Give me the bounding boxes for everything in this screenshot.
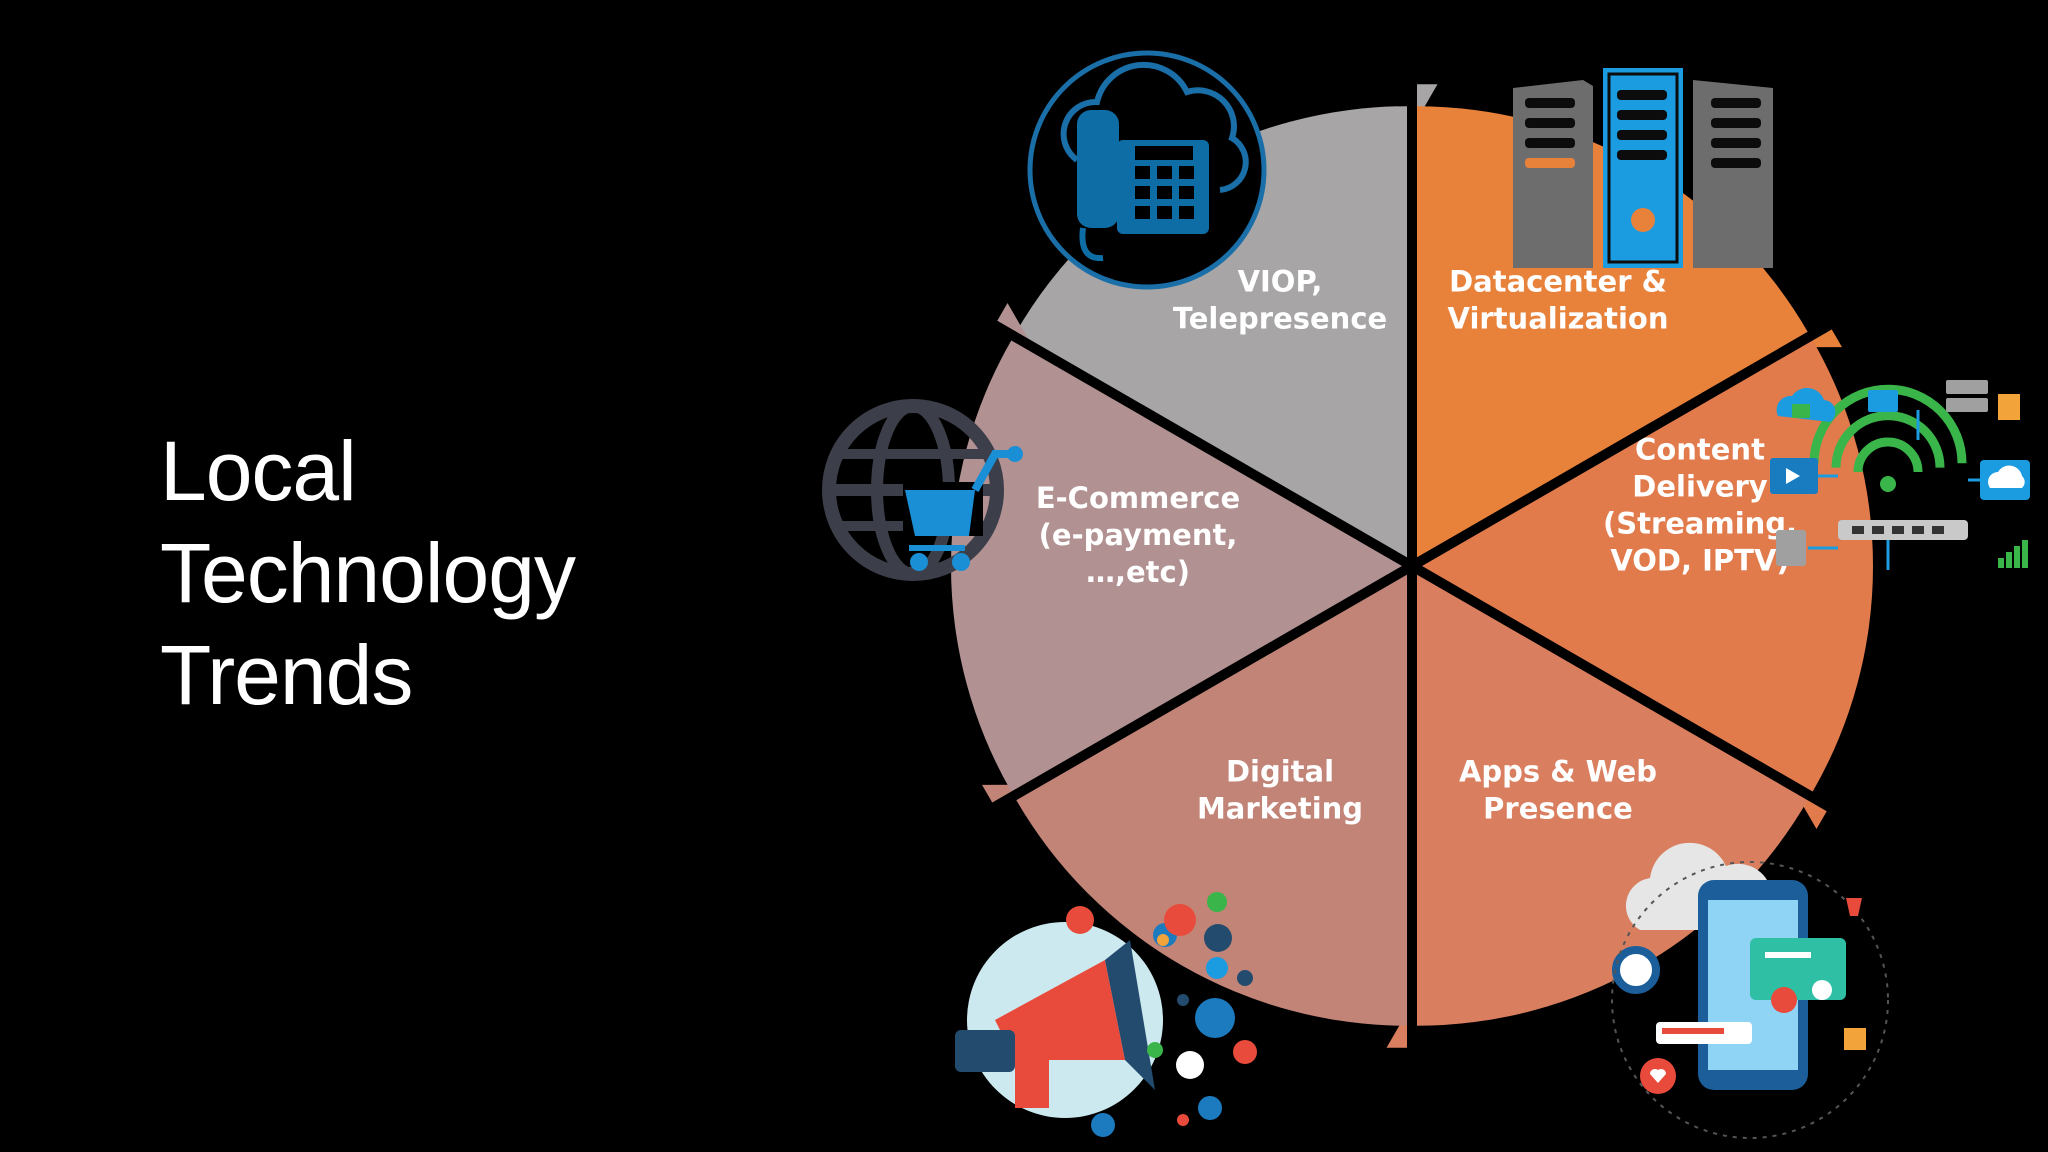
slide-title: Local Technology Trends (160, 420, 576, 726)
segment-viop-label-line: Telepresence (1173, 302, 1387, 336)
segment-content-delivery-label-line: Delivery (1632, 470, 1767, 504)
mobile-app-icon (1611, 842, 1889, 1139)
segment-divider (983, 561, 1415, 817)
segment-e-commerce-label: E-Commerce(e-payment,…,etc) (1036, 481, 1240, 589)
title-line-3: Trends (160, 628, 413, 722)
segment-divider (983, 315, 1415, 571)
megaphone-social-icon (955, 892, 1257, 1137)
segment-e-commerce-label-line: (e-payment, (1039, 518, 1238, 552)
segment-datacenter-label-line: Datacenter & (1449, 265, 1667, 299)
cloud-phone-icon (1027, 50, 1267, 290)
title-line-2: Technology (160, 526, 576, 620)
segment-viop-label: VIOP,Telepresence (1173, 265, 1387, 336)
segment-content-delivery-label-line: Content (1635, 433, 1765, 467)
server-rack-icon (1513, 68, 1773, 268)
segment-apps-web-label-line: Apps & Web (1459, 755, 1657, 789)
segment-apps-web-label-line: Presence (1483, 792, 1633, 826)
segment-content-delivery-label-line: VOD, IPTV) (1610, 544, 1789, 578)
segment-content-delivery-label-line: (Streaming, (1603, 507, 1797, 541)
segment-e-commerce: E-Commerce(e-payment,…,etc) (951, 303, 1403, 792)
title-line-1: Local (160, 424, 357, 518)
globe-cart-icon (822, 399, 1023, 581)
segment-digital-marketing-label-line: Marketing (1197, 792, 1363, 826)
segment-e-commerce-shape (951, 340, 1403, 792)
segment-divider (1409, 315, 1841, 571)
segment-divider (1409, 561, 1841, 817)
segment-e-commerce-label-line: E-Commerce (1036, 481, 1240, 515)
network-devices-icon (1770, 380, 2030, 570)
segment-digital-marketing-label-line: Digital (1226, 755, 1334, 789)
segment-content-delivery-shape (1421, 340, 1873, 792)
segment-datacenter-label-line: Virtualization (1448, 302, 1669, 336)
segment-datacenter-label: Datacenter &Virtualization (1448, 265, 1669, 336)
segment-digital-marketing-shape (1016, 573, 1408, 1026)
segment-viop-label-line: VIOP, (1238, 265, 1323, 299)
segment-e-commerce-label-line: …,etc) (1086, 555, 1190, 589)
